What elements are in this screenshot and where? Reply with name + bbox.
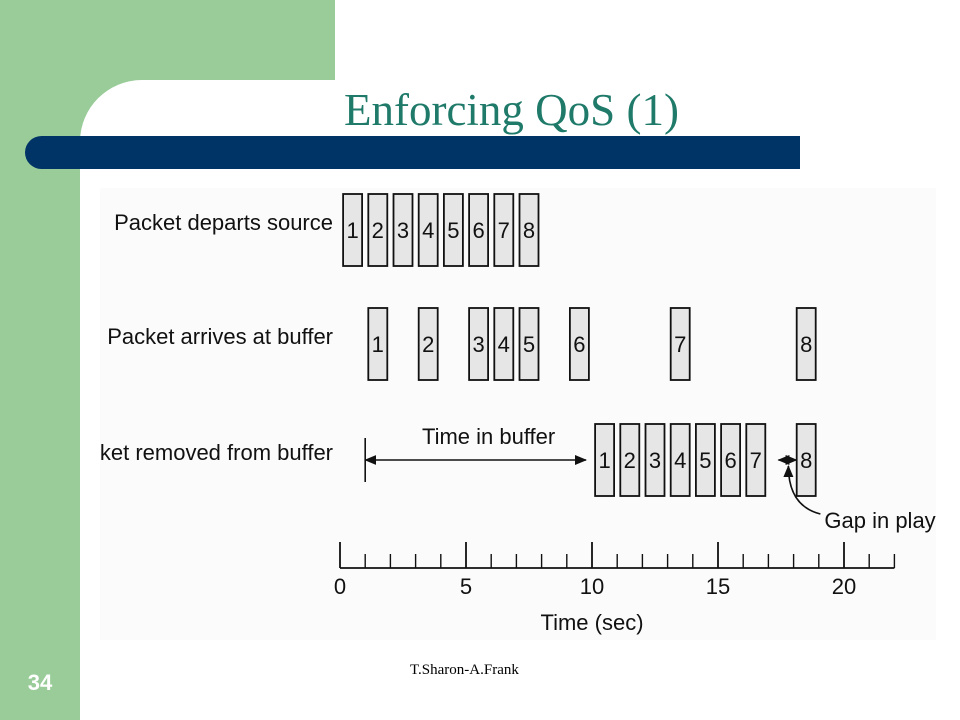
packet-number-arrive-1: 1 bbox=[372, 332, 384, 357]
packet-box-removed-1 bbox=[594, 423, 616, 497]
packet-box-arrive-4 bbox=[493, 307, 515, 381]
title-bar bbox=[25, 136, 800, 169]
packet-number-depart-7: 7 bbox=[498, 218, 510, 243]
packet-box-arrive-7 bbox=[669, 307, 691, 381]
row-label-arrive: Packet arrives at buffer bbox=[107, 324, 333, 349]
green-sidebar bbox=[0, 0, 80, 720]
row-label-removed: Packet removed from buffer bbox=[100, 440, 333, 465]
packet-number-depart-8: 8 bbox=[523, 218, 535, 243]
packet-box-arrive-2 bbox=[417, 307, 439, 381]
packet-number-depart-4: 4 bbox=[422, 218, 434, 243]
packet-box-removed-3 bbox=[644, 423, 666, 497]
packet-box-removed-2 bbox=[619, 423, 641, 497]
packet-box-depart-4 bbox=[417, 193, 439, 267]
packet-box-removed-6 bbox=[720, 423, 741, 497]
slide-number: 34 bbox=[27, 670, 53, 695]
packet-box-arrive-5 bbox=[518, 307, 540, 381]
time-axis-label: Time (sec) bbox=[540, 610, 643, 635]
tick-label-5: 5 bbox=[460, 574, 472, 599]
packet-number-depart-3: 3 bbox=[397, 218, 409, 243]
packet-number-arrive-8: 8 bbox=[800, 332, 812, 357]
packet-number-removed-6: 6 bbox=[724, 448, 736, 473]
packet-box-depart-7 bbox=[493, 193, 515, 267]
packet-number-arrive-6: 6 bbox=[573, 332, 585, 357]
packet-number-removed-3: 3 bbox=[649, 448, 661, 473]
packet-box-removed-7 bbox=[745, 423, 767, 497]
time-in-buffer-label: Time in buffer bbox=[422, 424, 555, 449]
packet-box-depart-2 bbox=[367, 193, 389, 267]
packet-box-depart-1 bbox=[342, 193, 364, 267]
footer-author: T.Sharon-A.Frank bbox=[410, 662, 519, 678]
packet-box-arrive-8 bbox=[795, 307, 817, 381]
packet-number-removed-8: 8 bbox=[800, 448, 812, 473]
tick-label-0: 0 bbox=[334, 574, 346, 599]
packet-number-removed-1: 1 bbox=[598, 448, 610, 473]
row-label-depart: Packet departs source bbox=[114, 210, 333, 235]
packet-number-depart-6: 6 bbox=[472, 218, 484, 243]
packet-number-arrive-5: 5 bbox=[523, 332, 535, 357]
packet-number-arrive-4: 4 bbox=[498, 332, 510, 357]
tick-label-15: 15 bbox=[706, 574, 730, 599]
packet-number-removed-2: 2 bbox=[624, 448, 636, 473]
packet-box-depart-3 bbox=[392, 193, 414, 267]
gap-in-playback-label: Gap in playback bbox=[824, 508, 936, 533]
packet-number-arrive-7: 7 bbox=[674, 332, 686, 357]
tick-label-20: 20 bbox=[832, 574, 856, 599]
packet-box-removed-4 bbox=[669, 423, 691, 497]
packet-number-removed-4: 4 bbox=[674, 448, 686, 473]
packet-number-removed-5: 5 bbox=[699, 448, 711, 473]
packet-box-depart-5 bbox=[442, 193, 464, 267]
packet-box-arrive-1 bbox=[367, 307, 389, 381]
packet-box-depart-8 bbox=[518, 193, 540, 267]
packet-box-arrive-6 bbox=[568, 307, 590, 381]
packet-number-depart-1: 1 bbox=[346, 218, 358, 243]
slide-title: Enforcing QoS (1) bbox=[344, 85, 679, 135]
packet-number-arrive-2: 2 bbox=[422, 332, 434, 357]
packet-box-removed-5 bbox=[695, 423, 716, 497]
packet-box-arrive-3 bbox=[468, 307, 490, 381]
packet-number-removed-7: 7 bbox=[750, 448, 762, 473]
packet-number-depart-5: 5 bbox=[447, 218, 459, 243]
packet-box-depart-6 bbox=[468, 193, 490, 267]
gap-pointer-arrow bbox=[783, 465, 821, 515]
packet-number-arrive-3: 3 bbox=[472, 332, 484, 357]
tick-label-10: 10 bbox=[580, 574, 604, 599]
packet-number-depart-2: 2 bbox=[372, 218, 384, 243]
